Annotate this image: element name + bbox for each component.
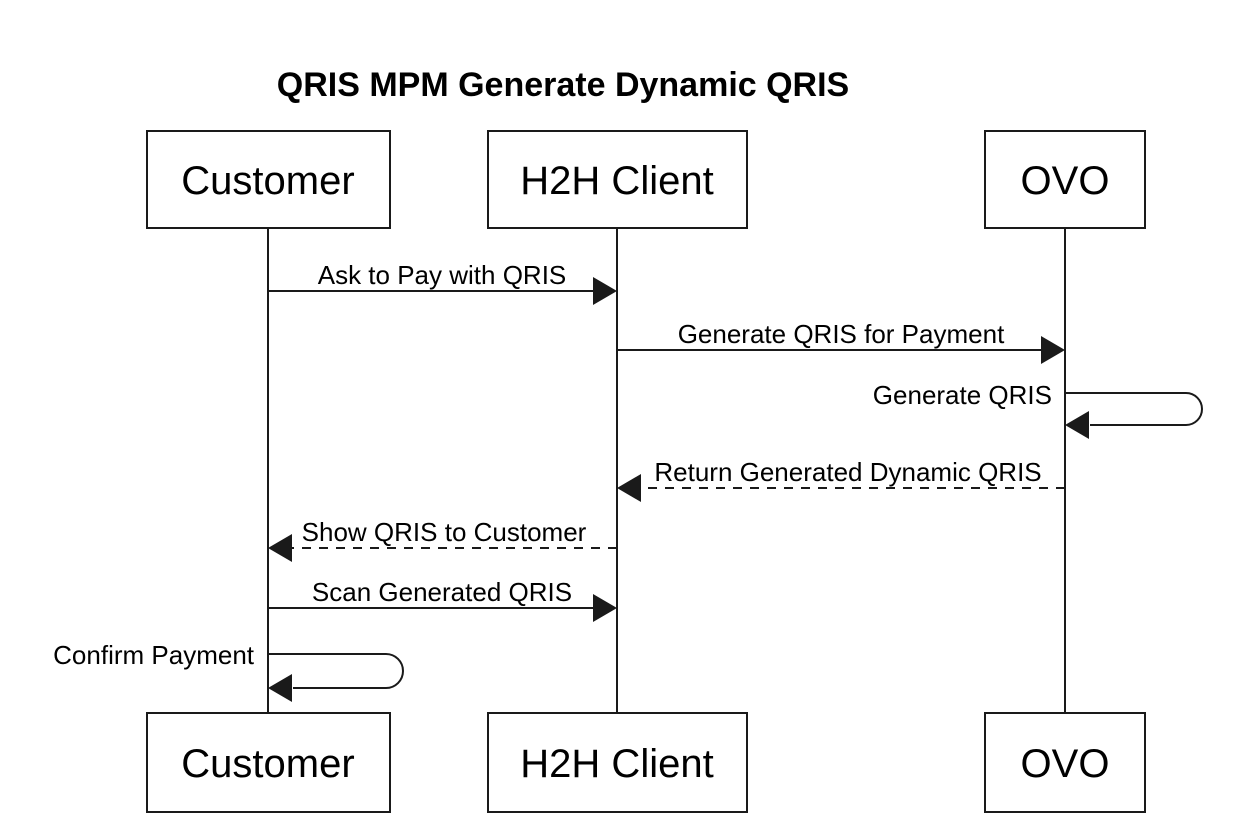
actor-h2h-client-bottom: H2H Client xyxy=(487,712,748,813)
actor-ovo-bottom: OVO xyxy=(984,712,1146,813)
message-ask-to-pay: Ask to Pay with QRIS xyxy=(268,260,617,305)
actor-box-h2h-client-bottom xyxy=(487,712,748,813)
message-label-confirm-payment: Confirm Payment xyxy=(53,640,255,670)
actor-ovo-top: OVO xyxy=(984,130,1146,229)
message-return-generated-qris: Return Generated Dynamic QRIS xyxy=(617,457,1065,502)
message-generate-qris-for-payment: Generate QRIS for Payment xyxy=(617,319,1065,364)
actor-box-ovo-bottom xyxy=(984,712,1146,813)
actor-box-h2h-client-top xyxy=(487,130,748,229)
arrowhead-right-scan-generated-qris xyxy=(593,594,617,622)
message-confirm-payment: Confirm Payment xyxy=(53,640,404,702)
arrowhead-left-confirm-payment xyxy=(268,674,292,702)
message-selfloop-customer xyxy=(268,653,404,689)
actor-label-h2h-client-top: H2H Client xyxy=(520,159,713,203)
message-label-show-qris: Show QRIS to Customer xyxy=(302,517,587,547)
actor-label-ovo-bottom: OVO xyxy=(1021,742,1110,786)
arrowhead-right-ask-to-pay xyxy=(593,277,617,305)
arrowhead-left-return-generated-qris xyxy=(617,474,641,502)
message-label-scan-generated-qris: Scan Generated QRIS xyxy=(312,577,572,607)
message-label-generate-qris-for-payment: Generate QRIS for Payment xyxy=(678,319,1005,349)
message-label-generate-qris-self: Generate QRIS xyxy=(873,380,1052,410)
message-show-qris: Show QRIS to Customer xyxy=(268,517,617,562)
message-label-ask-to-pay: Ask to Pay with QRIS xyxy=(318,260,567,290)
actor-box-customer-bottom xyxy=(146,712,391,813)
arrowhead-left-show-qris xyxy=(268,534,292,562)
actor-h2h-client-top: H2H Client xyxy=(487,130,748,229)
arrowhead-left-generate-qris-self xyxy=(1065,411,1089,439)
message-selfloop-ovo xyxy=(1065,392,1203,426)
actor-label-customer-top: Customer xyxy=(181,159,354,203)
actor-customer-bottom: Customer xyxy=(146,712,391,813)
actor-box-ovo-top xyxy=(984,130,1146,229)
actor-box-customer-top xyxy=(146,130,391,229)
arrowhead-right-generate-qris-for-payment xyxy=(1041,336,1065,364)
message-generate-qris-self: Generate QRIS xyxy=(873,380,1203,439)
message-scan-generated-qris: Scan Generated QRIS xyxy=(268,577,617,622)
actor-customer-top: Customer xyxy=(146,130,391,229)
diagram-title: QRIS MPM Generate Dynamic QRIS xyxy=(277,66,850,104)
actor-label-h2h-client-bottom: H2H Client xyxy=(520,742,713,786)
actor-label-ovo-top: OVO xyxy=(1021,159,1110,203)
actor-label-customer-bottom: Customer xyxy=(181,742,354,786)
message-label-return-generated-qris: Return Generated Dynamic QRIS xyxy=(654,457,1041,487)
